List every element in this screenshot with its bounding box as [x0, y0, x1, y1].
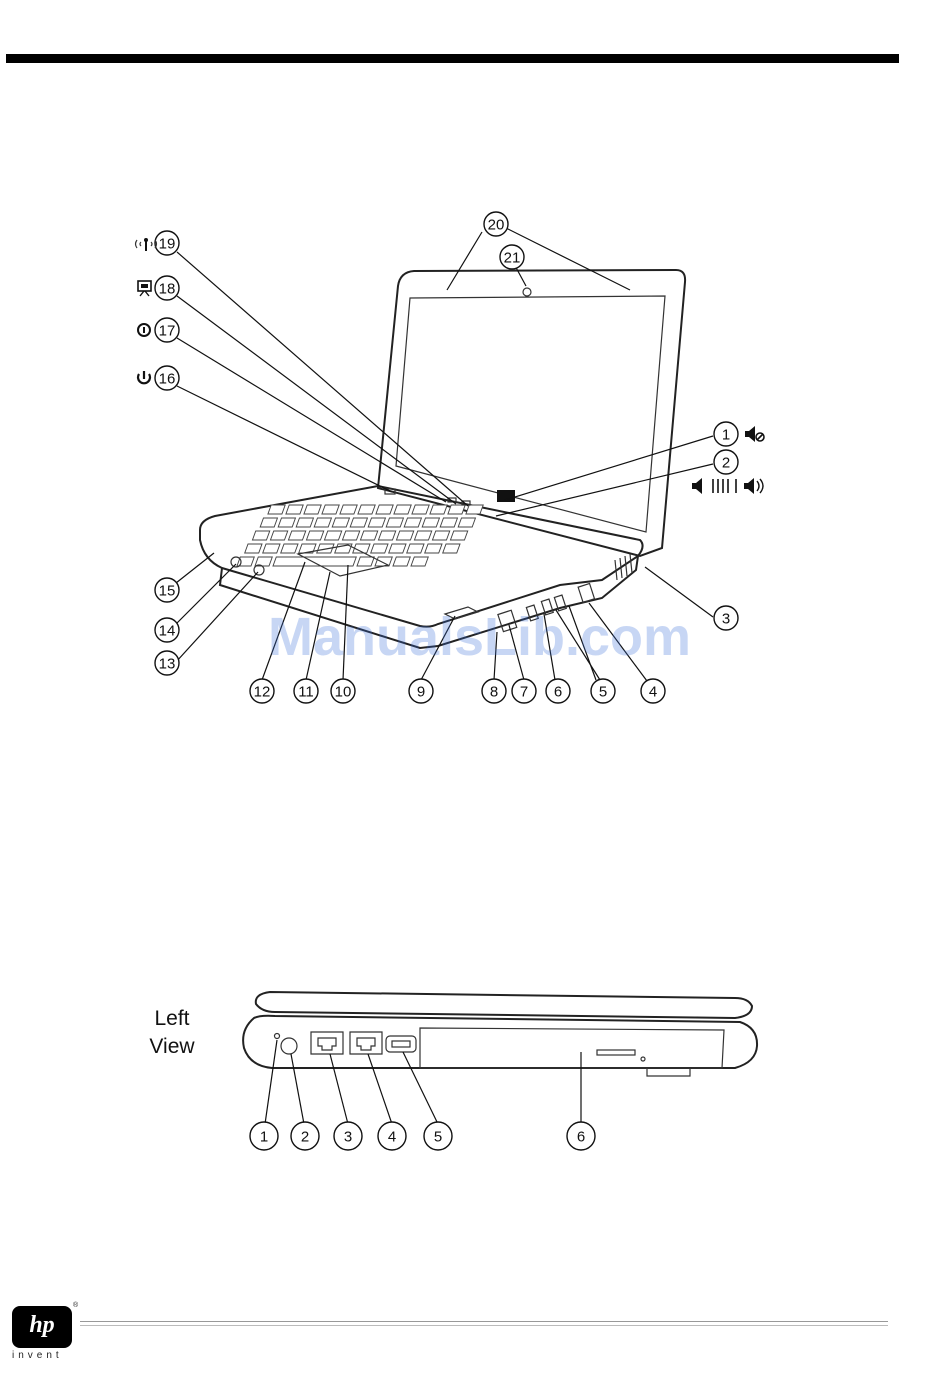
left-callout-3: 3 — [334, 1122, 362, 1150]
callout-15: 15 — [155, 578, 179, 602]
laptop-front-illustration — [200, 270, 685, 648]
svg-text:19: 19 — [159, 236, 176, 253]
left-callout-5: 5 — [424, 1122, 452, 1150]
hp-logo-tagline: invent — [12, 1350, 63, 1361]
left-view-title-line2: View — [149, 1035, 195, 1058]
callout-3: 3 — [714, 606, 738, 630]
callout-6: 6 — [546, 679, 570, 703]
callout-12: 12 — [250, 679, 274, 703]
callout-8: 8 — [482, 679, 506, 703]
svg-text:1: 1 — [260, 1129, 268, 1146]
svg-text:16: 16 — [159, 371, 176, 388]
callout-2: 2 — [714, 450, 738, 474]
svg-text:6: 6 — [554, 684, 562, 701]
svg-text:12: 12 — [254, 684, 271, 701]
hp-logo-registered-mark: ® — [73, 1302, 78, 1309]
svg-text:21: 21 — [504, 250, 521, 267]
callout-18: 18 — [155, 276, 179, 300]
callout-17: 17 — [155, 318, 179, 342]
callout-9: 9 — [409, 679, 433, 703]
callout-13: 13 — [155, 651, 179, 675]
svg-text:3: 3 — [722, 611, 730, 628]
svg-text:5: 5 — [434, 1129, 442, 1146]
info-icon — [138, 324, 150, 336]
svg-text:11: 11 — [298, 684, 314, 701]
left-callout-6: 6 — [567, 1122, 595, 1150]
left-callout-4: 4 — [378, 1122, 406, 1150]
svg-text:9: 9 — [417, 684, 425, 701]
svg-text:7: 7 — [520, 684, 528, 701]
callout-5: 5 — [591, 679, 615, 703]
footer-rule — [80, 1321, 888, 1326]
callout-4: 4 — [641, 679, 665, 703]
svg-text:14: 14 — [159, 623, 176, 640]
svg-text:8: 8 — [490, 684, 498, 701]
callout-11: 11 — [294, 679, 318, 703]
hp-logo-text: hp — [12, 1312, 72, 1339]
svg-text:13: 13 — [159, 656, 176, 673]
callout-10: 10 — [331, 679, 355, 703]
svg-text:10: 10 — [335, 684, 352, 701]
svg-text:1: 1 — [722, 427, 730, 444]
mute-icon — [745, 426, 764, 442]
callout-1: 1 — [714, 422, 738, 446]
svg-text:15: 15 — [159, 583, 176, 600]
power-icon — [138, 371, 150, 383]
svg-text:20: 20 — [488, 217, 505, 234]
svg-text:17: 17 — [159, 323, 176, 340]
callout-14: 14 — [155, 618, 179, 642]
callout-21: 21 — [500, 245, 524, 269]
svg-text:2: 2 — [301, 1129, 309, 1146]
presentation-icon — [138, 281, 151, 296]
left-view-title-line1: Left — [154, 1007, 189, 1030]
laptop-left-side-illustration — [243, 992, 757, 1076]
callout-19: 19 — [155, 231, 179, 255]
svg-text:18: 18 — [159, 281, 176, 298]
svg-text:4: 4 — [388, 1129, 396, 1146]
svg-text:5: 5 — [599, 684, 607, 701]
hp-logo: hp — [12, 1306, 72, 1348]
volume-icon — [692, 478, 763, 494]
callout-16: 16 — [155, 366, 179, 390]
svg-text:3: 3 — [344, 1129, 352, 1146]
svg-text:4: 4 — [649, 684, 657, 701]
svg-text:6: 6 — [577, 1129, 585, 1146]
left-callout-1: 1 — [250, 1122, 278, 1150]
left-leaders — [265, 1040, 581, 1124]
watermark: ManualsLib.com — [268, 607, 691, 667]
wireless-icon — [136, 238, 157, 251]
callout-7: 7 — [512, 679, 536, 703]
keyboard — [237, 505, 483, 566]
svg-text:2: 2 — [722, 455, 730, 472]
callout-20: 20 — [484, 212, 508, 236]
left-callout-2: 2 — [291, 1122, 319, 1150]
